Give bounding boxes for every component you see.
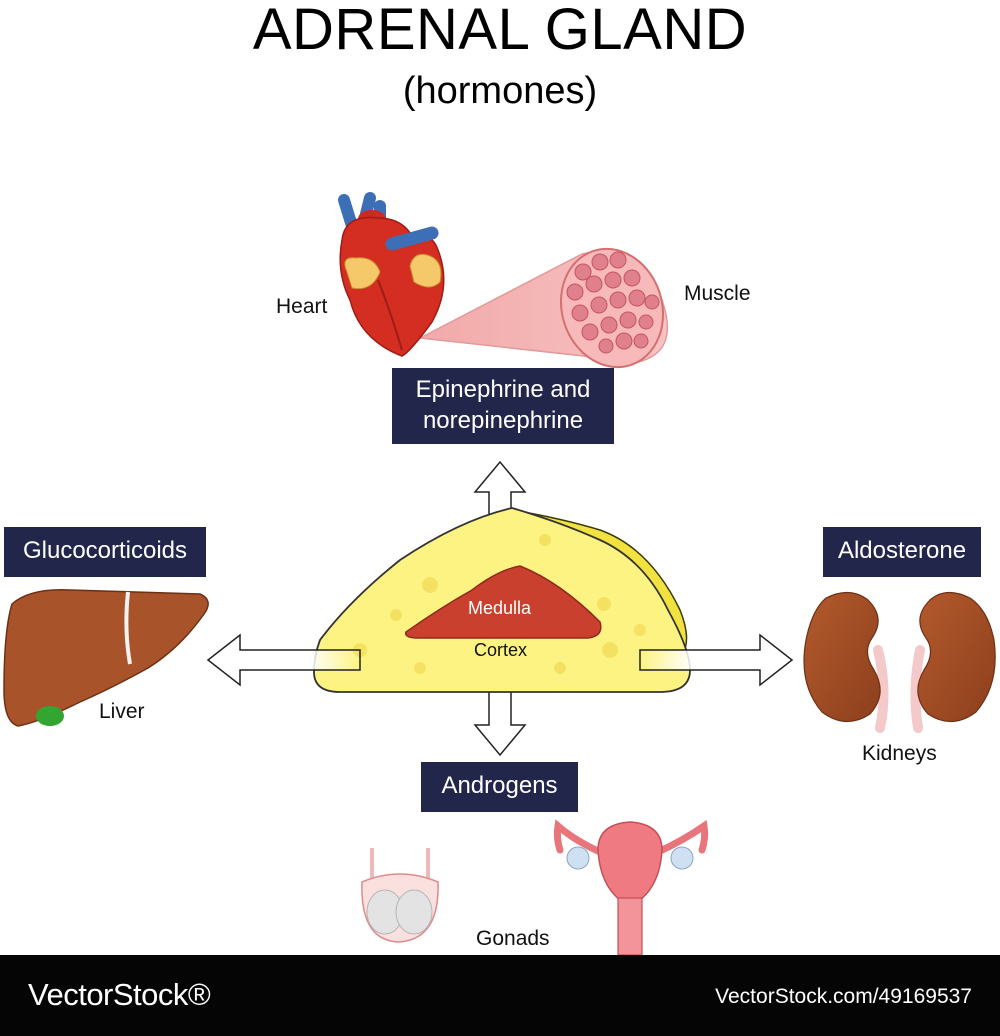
adrenal-gland	[313, 507, 691, 693]
heart-illustration	[338, 192, 445, 357]
uterus-illustration	[553, 819, 709, 955]
hormone-box-aldosterone: Aldosterone	[823, 527, 981, 577]
gonads-label: Gonads	[476, 927, 550, 950]
muscle-illustration	[417, 247, 669, 369]
arrow-right	[639, 633, 794, 687]
kidneys-illustration	[803, 591, 996, 733]
hormone-box-epinephrine: Epinephrine and norepinephrine	[392, 368, 614, 444]
page-subtitle: (hormones)	[402, 70, 598, 112]
liver-label: Liver	[99, 700, 145, 723]
kidneys-label: Kidneys	[862, 742, 937, 765]
heart-label: Heart	[276, 295, 328, 318]
image-credit: VectorStock.com/49169537	[715, 985, 972, 1008]
diagram-canvas	[3, 192, 996, 955]
hormone-box-androgens: Androgens	[421, 762, 578, 812]
muscle-label: Muscle	[684, 282, 751, 305]
testes-illustration	[361, 848, 439, 943]
page-title: ADRENAL GLAND	[252, 0, 748, 62]
brand-logo: VectorStock®	[28, 977, 211, 1012]
liver-illustration	[3, 589, 209, 727]
footer-bar: VectorStock® VectorStock.com/49169537	[0, 955, 1000, 1036]
arrow-left	[206, 633, 361, 687]
medulla-label: Medulla	[468, 598, 532, 618]
cortex-label: Cortex	[474, 640, 528, 660]
hormone-box-glucocorticoids: Glucocorticoids	[4, 527, 206, 577]
